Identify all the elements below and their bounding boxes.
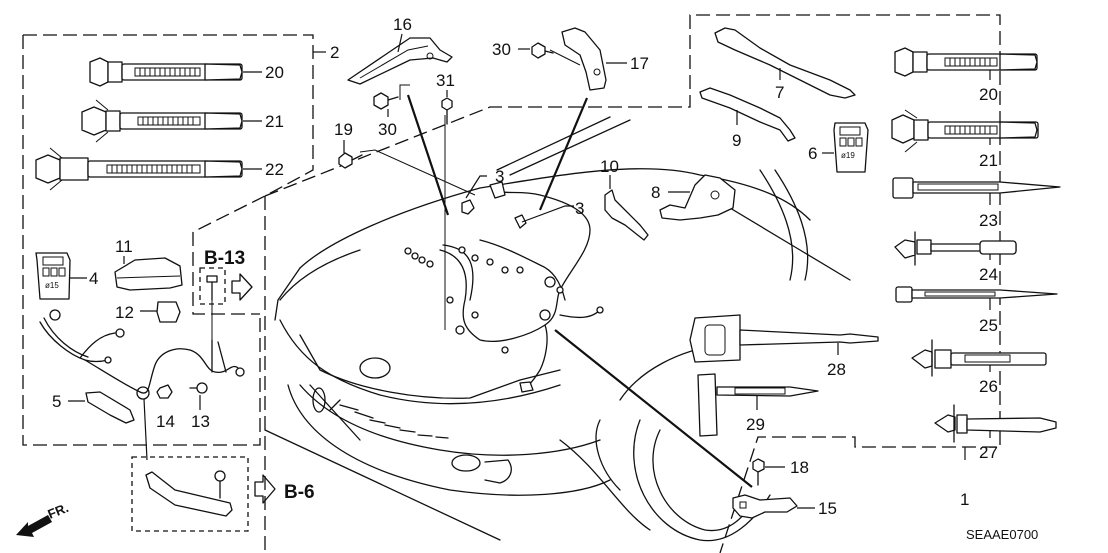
callout-21-left[interactable]: 21 — [265, 112, 284, 131]
part-31-bolt[interactable] — [441, 97, 453, 125]
callout-11[interactable]: 11 — [115, 237, 133, 256]
callout-3-a[interactable]: 3 — [495, 167, 504, 186]
front-direction-indicator — [16, 515, 52, 537]
sub-wire-harness[interactable] — [39, 309, 245, 461]
drawing-code: SEAAE0700 — [966, 527, 1038, 542]
front-arrow-icon — [16, 515, 52, 537]
part-29-cable-tie-mount[interactable] — [697, 373, 819, 437]
part-16-bracket[interactable] — [347, 37, 453, 85]
part-15-bracket[interactable] — [732, 494, 798, 519]
part-4-connector-holder[interactable]: ø15 — [35, 252, 71, 300]
callout-24[interactable]: 24 — [979, 265, 998, 284]
part-7-bracket[interactable] — [714, 27, 856, 99]
part-3-clip-b[interactable] — [514, 214, 527, 229]
part-30-bolt-b[interactable] — [531, 42, 554, 59]
callout-7[interactable]: 7 — [775, 83, 784, 102]
part-30-bolt-a[interactable] — [373, 92, 399, 110]
front-direction-label: FR. — [46, 500, 71, 522]
callout-6[interactable]: 6 — [808, 144, 817, 163]
leader-lines — [359, 49, 753, 488]
vehicle-front-outline — [264, 14, 1001, 553]
ref-b13-label[interactable]: B-13 — [204, 248, 245, 269]
part-11-cover[interactable] — [114, 257, 183, 291]
callout-16[interactable]: 16 — [393, 15, 412, 34]
part-22-clip[interactable] — [35, 147, 243, 191]
callout-30-a[interactable]: 30 — [378, 120, 397, 139]
ref-b13-group[interactable] — [199, 267, 253, 305]
callout-31[interactable]: 31 — [436, 71, 455, 90]
callout-5[interactable]: 5 — [52, 392, 61, 411]
part-28-cable-tie-mount[interactable] — [689, 314, 879, 363]
part-24-clip[interactable] — [894, 231, 1017, 266]
callout-12[interactable]: 12 — [115, 303, 134, 322]
part-5-bracket[interactable] — [85, 391, 135, 424]
part-27-clip[interactable] — [934, 404, 1057, 443]
callout-13[interactable]: 13 — [191, 412, 210, 431]
part-20-clip-left[interactable] — [89, 57, 243, 87]
callout-9[interactable]: 9 — [732, 131, 741, 150]
callout-26[interactable]: 26 — [979, 377, 998, 396]
part-19-bolt[interactable] — [338, 152, 363, 169]
callout-19[interactable]: 19 — [334, 120, 353, 139]
callout-3-b[interactable]: 3 — [575, 199, 584, 218]
callout-4[interactable]: 4 — [89, 269, 98, 288]
callout-28[interactable]: 28 — [827, 360, 846, 379]
part-17-bracket[interactable] — [561, 27, 607, 91]
callout-18[interactable]: 18 — [790, 458, 809, 477]
part-23-cable-tie[interactable] — [892, 177, 1061, 199]
callout-27[interactable]: 27 — [979, 443, 998, 462]
connector-4-size: ø15 — [45, 281, 59, 290]
part-3-clip-a[interactable] — [461, 199, 475, 215]
connector-6-size: ø19 — [841, 151, 855, 160]
callout-20-right[interactable]: 20 — [979, 85, 998, 104]
callout-17[interactable]: 17 — [630, 54, 649, 73]
part-6-connector-holder[interactable]: ø19 — [833, 122, 869, 173]
callout-8[interactable]: 8 — [651, 183, 660, 202]
callout-29[interactable]: 29 — [746, 415, 765, 434]
main-wire-harness[interactable] — [404, 181, 604, 393]
kit-box-left — [22, 34, 326, 446]
part-20-clip-right[interactable] — [894, 47, 1038, 77]
part-12-clip[interactable] — [156, 301, 181, 323]
part-21-clip-right[interactable] — [891, 109, 1039, 153]
callout-21-right[interactable]: 21 — [979, 151, 998, 170]
part-9-bracket[interactable] — [699, 87, 796, 142]
callout-25[interactable]: 25 — [979, 316, 998, 335]
arrow-right-icon — [231, 273, 253, 301]
callout-1[interactable]: 1 — [960, 490, 969, 509]
part-18-bolt[interactable] — [752, 458, 765, 486]
ref-b6-group[interactable] — [131, 456, 276, 532]
part-21-clip-left[interactable] — [81, 99, 243, 143]
callout-22[interactable]: 22 — [265, 160, 284, 179]
part-10-bracket[interactable] — [604, 189, 649, 241]
callout-30-b[interactable]: 30 — [492, 40, 511, 59]
part-26-clip[interactable] — [911, 339, 1047, 377]
callout-10[interactable]: 10 — [600, 157, 619, 176]
part-25-cable-tie[interactable] — [895, 286, 1058, 303]
callout-23[interactable]: 23 — [979, 211, 998, 230]
callout-20-left[interactable]: 20 — [265, 63, 284, 82]
part-14-nut[interactable] — [156, 384, 173, 399]
callout-14[interactable]: 14 — [156, 412, 175, 431]
part-13-bolt[interactable] — [189, 382, 208, 394]
part-8-bracket[interactable] — [659, 174, 736, 221]
callout-15[interactable]: 15 — [818, 499, 837, 518]
callout-2[interactable]: 2 — [330, 43, 339, 62]
ref-b6-label[interactable]: B-6 — [284, 482, 315, 503]
